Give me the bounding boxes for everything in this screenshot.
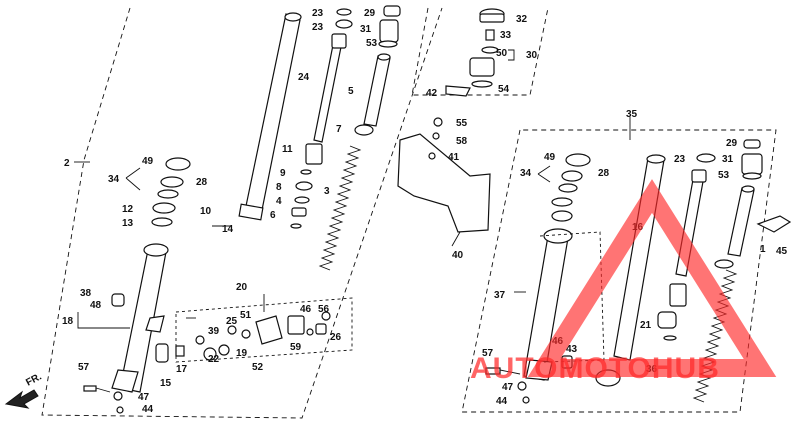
bracket-parts-left — [151, 157, 191, 227]
callout-48: 48 — [90, 300, 102, 311]
callout-3: 3 — [324, 186, 330, 197]
callout-28b: 28 — [598, 168, 610, 179]
callout-25: 25 — [226, 316, 238, 327]
left-panel-frame — [41, 7, 443, 419]
spacer-tube-left — [363, 53, 391, 127]
callout-23c: 23 — [674, 154, 686, 165]
callout-51: 51 — [240, 310, 252, 321]
callout-24: 24 — [298, 72, 310, 83]
callout-15: 15 — [160, 378, 172, 389]
small-parts-left — [290, 5, 401, 229]
callout-29b: 29 — [726, 138, 738, 149]
front-direction-arrow: FR. — [4, 371, 44, 409]
callout-18: 18 — [62, 316, 74, 327]
callout-54: 54 — [498, 84, 510, 95]
callout-19: 19 — [236, 348, 248, 359]
callout-26: 26 — [330, 332, 342, 343]
callout-8: 8 — [276, 182, 282, 193]
fork-slider-left — [111, 243, 169, 393]
spacer-tube-right — [727, 185, 755, 257]
top-panel-frame — [411, 7, 549, 96]
direction-label: FR. — [24, 371, 44, 388]
outer-tube-left — [238, 12, 302, 221]
callout-35: 35 — [626, 109, 638, 120]
callout-55: 55 — [456, 118, 468, 129]
callout-10: 10 — [200, 206, 212, 217]
callout-1: 1 — [760, 244, 766, 255]
callout-6: 6 — [270, 210, 276, 221]
callout-7: 7 — [336, 124, 342, 135]
callout-33: 33 — [500, 30, 512, 41]
caliper-bracket-parts — [83, 293, 353, 414]
callout-20: 20 — [236, 282, 248, 293]
callout-40: 40 — [452, 250, 464, 261]
callout-14: 14 — [222, 224, 234, 235]
callout-13: 13 — [122, 218, 134, 229]
callout-43: 43 — [566, 344, 578, 355]
callout-31b: 31 — [722, 154, 734, 165]
leader-lines — [74, 49, 631, 329]
callout-50: 50 — [496, 48, 508, 59]
fork-cover-center — [397, 117, 491, 233]
watermark-text: AUTOMOTOHUB — [470, 352, 720, 385]
bracket-parts-right — [551, 153, 591, 222]
callout-37: 37 — [494, 290, 506, 301]
callout-11: 11 — [282, 144, 293, 155]
callout-53b: 53 — [718, 170, 730, 181]
callout-5: 5 — [348, 86, 354, 97]
callout-34b: 34 — [520, 168, 532, 179]
callout-30: 30 — [526, 50, 538, 61]
callout-32: 32 — [516, 14, 528, 25]
callout-44b: 44 — [496, 396, 508, 407]
fork-spring-right — [692, 269, 738, 403]
callout-56: 56 — [318, 304, 330, 315]
callout-46a: 46 — [300, 304, 312, 315]
inner-tube-left — [313, 33, 347, 143]
callout-31a: 31 — [360, 24, 372, 35]
callout-57b: 57 — [482, 348, 494, 359]
small-parts-right — [657, 139, 792, 341]
callout-38: 38 — [80, 288, 92, 299]
callout-21: 21 — [640, 320, 652, 331]
callout-2: 2 — [64, 158, 70, 169]
callout-4: 4 — [276, 196, 282, 207]
callout-45: 45 — [776, 246, 788, 257]
fork-spring-left — [318, 145, 362, 271]
callout-57a: 57 — [78, 362, 90, 373]
callout-39: 39 — [208, 326, 220, 337]
top-cap-assembly — [445, 8, 505, 97]
callout-23a: 23 — [312, 8, 324, 19]
callout-23b: 23 — [312, 22, 324, 33]
callout-12: 12 — [122, 204, 134, 215]
callout-47b: 47 — [502, 382, 514, 393]
callout-47a: 47 — [138, 392, 150, 403]
callout-41: 41 — [448, 152, 460, 163]
callout-42: 42 — [426, 88, 438, 99]
callout-52: 52 — [252, 362, 264, 373]
callout-34a: 34 — [108, 174, 120, 185]
right-panel-frame — [461, 129, 777, 413]
callout-22: 22 — [208, 354, 220, 365]
watermark-logo: AUTOMOTOHUB — [470, 179, 777, 385]
callout-29a: 29 — [364, 8, 376, 19]
callout-9: 9 — [280, 168, 286, 179]
callout-49a: 49 — [142, 156, 154, 167]
callout-53a: 53 — [366, 38, 378, 49]
callout-28a: 28 — [196, 177, 208, 188]
callout-17: 17 — [176, 364, 188, 375]
callout-58: 58 — [456, 136, 468, 147]
callout-44a: 44 — [142, 404, 154, 415]
callout-49b: 49 — [544, 152, 556, 163]
callout-59: 59 — [290, 342, 302, 353]
